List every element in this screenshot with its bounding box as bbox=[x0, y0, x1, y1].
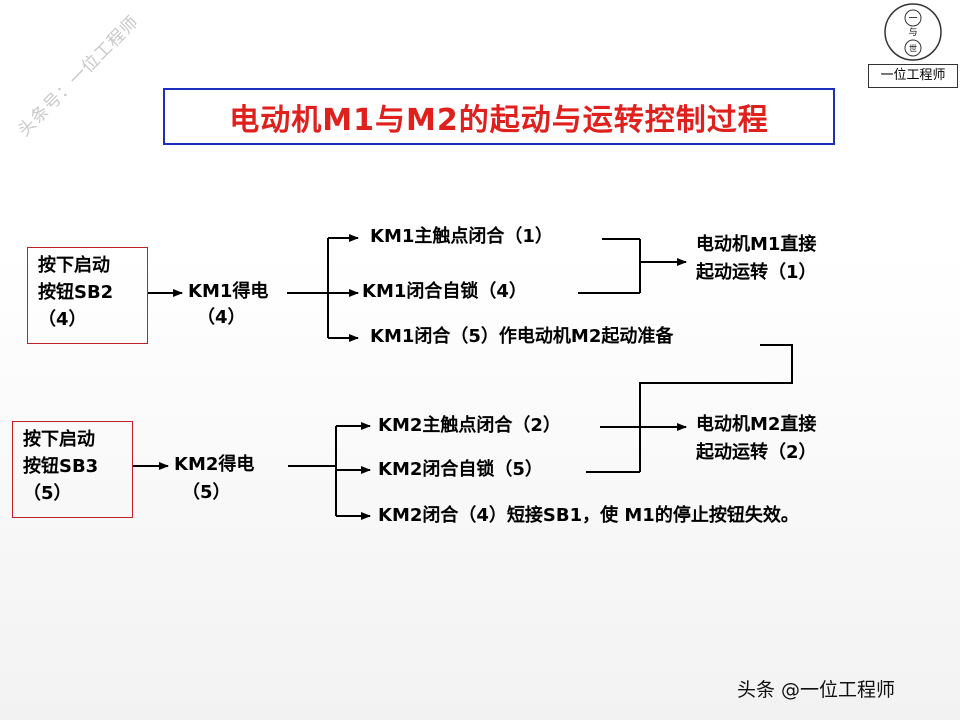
start-box-sb3-line3: （5） bbox=[23, 483, 72, 504]
m2-result-line2: 起动运转（2） bbox=[696, 442, 817, 463]
km2-branch-short-sb1: KM2闭合（4）短接SB1，使 M1的停止按钮失效。 bbox=[378, 505, 799, 526]
logo-glyph-3: 世 bbox=[909, 43, 917, 53]
m1-result-line1: 电动机M1直接 bbox=[696, 234, 817, 255]
footer-attribution: 头条 @一位工程师 bbox=[737, 679, 896, 701]
start-box-sb3-line1: 按下启动 bbox=[23, 429, 95, 450]
link-km1-to-km2-merge bbox=[639, 344, 793, 472]
km1-energized-code: （4） bbox=[197, 307, 246, 328]
km2-energized-code: （5） bbox=[182, 482, 231, 503]
km1-branch-main-contact: KM1主触点闭合（1） bbox=[370, 226, 553, 247]
km2-energized-label: KM2得电 bbox=[174, 454, 255, 475]
km1-branch-prep-m2: KM1闭合（5）作电动机M2起动准备 bbox=[370, 326, 674, 347]
logo-icon: 一 与 世 bbox=[884, 3, 942, 61]
m1-result-line2: 起动运转（1） bbox=[696, 262, 817, 283]
page-title: 电动机M1与M2的起动与运转控制过程 bbox=[163, 88, 835, 145]
km1-energized-label: KM1得电 bbox=[188, 281, 269, 302]
km1-branch-self-lock: KM1闭合自锁（4） bbox=[362, 281, 527, 302]
start-box-sb2-line3: （4） bbox=[38, 309, 87, 330]
start-box-sb3: 按下启动 按钮SB3 （5） bbox=[12, 421, 133, 518]
m2-result-line1: 电动机M2直接 bbox=[696, 414, 817, 435]
logo-caption: 一位工程师 bbox=[868, 64, 958, 88]
km2-branch-main-contact: KM2主触点闭合（2） bbox=[378, 415, 561, 436]
start-box-sb2-line1: 按下启动 bbox=[38, 255, 110, 276]
start-box-sb3-line2: 按钮SB3 bbox=[23, 456, 99, 477]
logo-glyph-1: 一 bbox=[908, 14, 917, 24]
start-box-sb2-line2: 按钮SB2 bbox=[38, 282, 114, 303]
logo-glyph-2: 与 bbox=[908, 27, 917, 38]
start-box-sb2: 按下启动 按钮SB2 （4） bbox=[27, 247, 148, 344]
km2-branch-self-lock: KM2闭合自锁（5） bbox=[378, 459, 543, 480]
